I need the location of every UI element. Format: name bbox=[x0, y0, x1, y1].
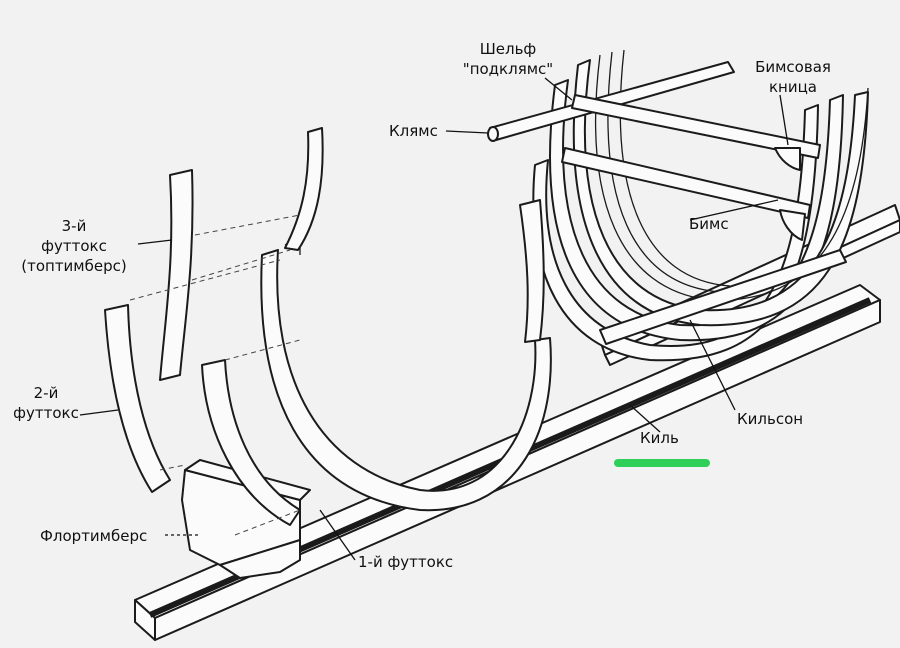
futtock-1 bbox=[260, 199, 552, 512]
leader-futtock2 bbox=[79, 409, 119, 416]
label-shelf: Шельф "подклямс" bbox=[443, 39, 573, 79]
label-futtock-3-line2: футтокс bbox=[41, 237, 107, 255]
leader-keel bbox=[629, 404, 661, 433]
label-shelf-line2: "подклямс" bbox=[462, 60, 554, 78]
beam-knees bbox=[774, 147, 806, 241]
label-futtock-2-line2: футтокс bbox=[13, 404, 79, 422]
leader-shelf bbox=[544, 77, 573, 101]
clamp-stringer bbox=[487, 61, 735, 142]
label-shelf-line1: Шельф bbox=[479, 40, 537, 58]
leader-beam-knee bbox=[779, 94, 789, 146]
leader-futtock1 bbox=[319, 509, 356, 561]
label-futtock-2-line1: 2-й bbox=[33, 384, 59, 402]
label-futtock-2: 2-й футтокс bbox=[12, 383, 80, 423]
keel-highlight-marker bbox=[614, 459, 710, 467]
deck-beams bbox=[561, 94, 847, 345]
label-beam-knee: Бимсовая кница bbox=[737, 57, 849, 97]
futtock-2 bbox=[104, 304, 301, 526]
label-clamp: Клямс bbox=[389, 122, 438, 140]
label-futtock-3: 3-й футтокс (топтимберс) bbox=[12, 216, 136, 276]
alignment-lines bbox=[129, 214, 301, 536]
label-keel: Киль bbox=[640, 429, 679, 447]
label-floor-timbers: Флортимберс bbox=[40, 527, 148, 545]
futtock-3 bbox=[159, 127, 324, 381]
leader-clamp bbox=[445, 130, 489, 134]
leader-beam bbox=[689, 199, 779, 221]
leader-keelson bbox=[689, 319, 736, 411]
label-beam-knee-line2: кница bbox=[768, 78, 818, 96]
label-keelson: Кильсон bbox=[737, 410, 804, 428]
label-beam-knee-line1: Бимсовая bbox=[755, 58, 831, 76]
leader-futtock3 bbox=[137, 239, 173, 245]
label-futtock-3-line1: 3-й bbox=[61, 217, 87, 235]
label-futtock-3-line3: (топтимберс) bbox=[21, 257, 127, 275]
label-futtock-1: 1-й футтокс bbox=[358, 553, 454, 571]
leader-lines bbox=[79, 77, 789, 561]
label-beam: Бимс bbox=[689, 215, 729, 233]
